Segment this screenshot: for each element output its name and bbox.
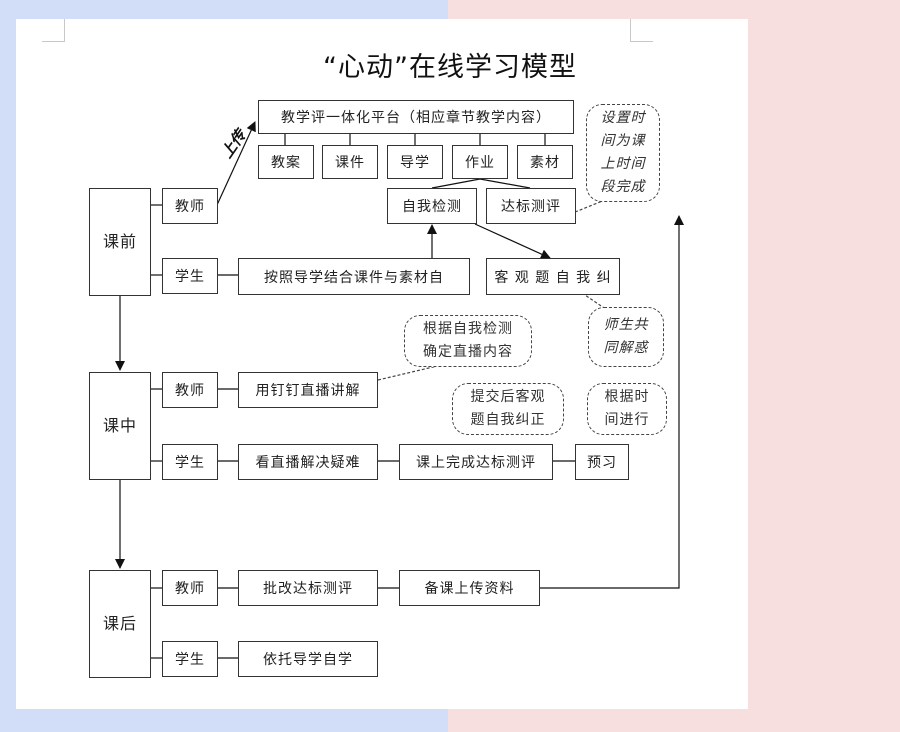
- role-student-after: 学生: [162, 641, 218, 677]
- stage-before: 课前: [89, 188, 151, 296]
- guided-self-study-box: 依托导学自学: [238, 641, 378, 677]
- page-title: “心动”在线学习模型: [323, 52, 577, 83]
- note-joint-line-1: 师生共: [603, 317, 649, 333]
- note-submit-line-2: 题自我纠正: [470, 412, 546, 428]
- preview-box: 预习: [575, 444, 629, 480]
- note-submit-line-1: 提交后客观: [470, 389, 546, 405]
- stage-before-label: 课前: [102, 232, 137, 251]
- objective-correct-box: 客 观 题 自 我 纠: [486, 258, 620, 295]
- class-test-box: 课上完成达标测评: [399, 444, 553, 480]
- note-submit-cloud: 提交后客观 题自我纠正: [452, 383, 564, 435]
- stage-after-label: 课后: [102, 614, 137, 633]
- resource-lesson-plan: 教案: [258, 145, 314, 179]
- grade-test-box: 批改达标测评: [238, 570, 378, 606]
- role-teacher-before: 教师: [162, 188, 218, 224]
- resource-materials: 素材: [517, 145, 573, 179]
- stage-during: 课中: [89, 372, 151, 480]
- role-student-before: 学生: [162, 258, 218, 294]
- student-self-study-box: 按照导学结合课件与素材自: [238, 258, 470, 295]
- resource-courseware: 课件: [322, 145, 378, 179]
- note-time-line-2: 间为课: [600, 133, 646, 149]
- resource-guide: 导学: [387, 145, 443, 179]
- role-teacher-during: 教师: [162, 372, 218, 408]
- note-time-line-3: 上时间: [600, 156, 646, 172]
- corner-mark-right: [630, 19, 653, 42]
- note-live-line-1: 根据自我检测: [423, 321, 513, 337]
- note-live-cloud: 根据自我检测 确定直播内容: [404, 315, 532, 367]
- role-student-during: 学生: [162, 444, 218, 480]
- prepare-upload-box: 备课上传资料: [399, 570, 540, 606]
- platform-box: 教学评一体化平台（相应章节教学内容）: [258, 100, 574, 134]
- self-check-box: 自我检测: [387, 188, 477, 224]
- note-joint-cloud: 师生共 同解惑: [588, 307, 664, 367]
- note-time2-line-1: 根据时: [604, 389, 650, 405]
- note-time-cloud: 设置时 间为课 上时间 段完成: [586, 104, 660, 202]
- note-joint-line-2: 同解惑: [603, 340, 649, 356]
- note-time-line-1: 设置时: [600, 110, 646, 126]
- role-teacher-after: 教师: [162, 570, 218, 606]
- note-time2-line-2: 间进行: [604, 412, 650, 428]
- live-explain-box: 用钉钉直播讲解: [238, 372, 378, 408]
- note-time-line-4: 段完成: [600, 179, 646, 195]
- watch-live-box: 看直播解决疑难: [238, 444, 378, 480]
- stage-during-label: 课中: [102, 416, 137, 435]
- stage-after: 课后: [89, 570, 151, 678]
- corner-mark-left: [42, 19, 65, 42]
- note-time2-cloud: 根据时 间进行: [587, 383, 667, 435]
- note-live-line-2: 确定直播内容: [423, 344, 513, 360]
- resource-homework: 作业: [452, 145, 508, 179]
- standard-test-box: 达标测评: [486, 188, 576, 224]
